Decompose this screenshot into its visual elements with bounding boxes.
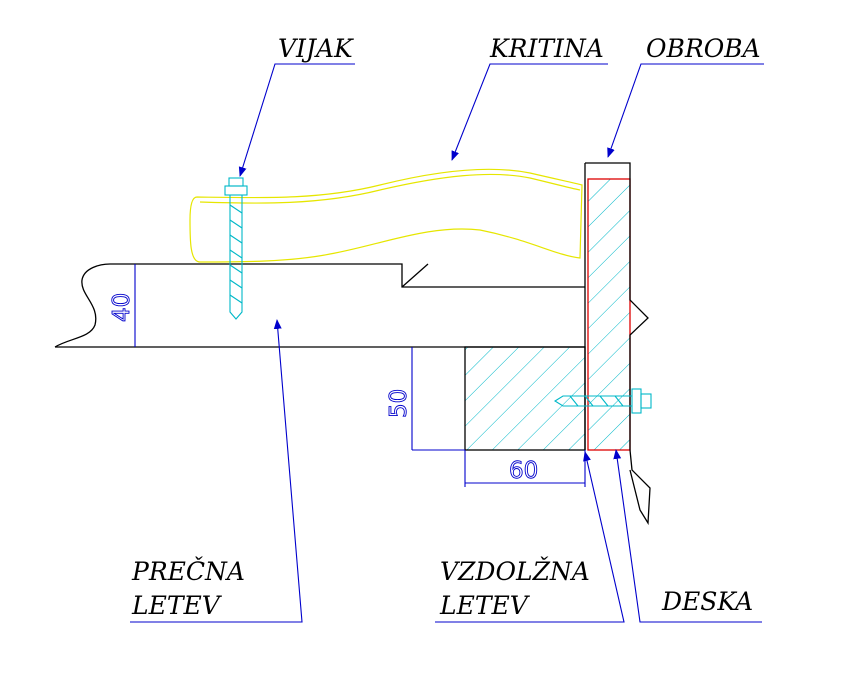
label-obroba: OBROBA (646, 34, 761, 63)
dimension-60: 60 (464, 450, 586, 487)
label-vzdolzna-line2: LETEV (439, 591, 531, 620)
leader-precna-letev (130, 319, 303, 623)
dimension-50: 50 (386, 347, 465, 451)
leader-vzdolzna-letev (435, 451, 625, 623)
label-vzdolzna-line1: VZDOLŽNA (440, 557, 590, 586)
leader-deska (613, 449, 762, 623)
screw-side (553, 388, 652, 414)
label-kritina: KRITINA (489, 34, 604, 63)
leader-obroba (607, 63, 764, 158)
longitudinal-batten (464, 346, 586, 451)
flashing (584, 162, 651, 526)
label-precna-line2: LETEV (131, 591, 223, 620)
label-precna-line1: PREČNA (131, 557, 245, 586)
roofing (189, 168, 583, 263)
dimension-40-text: 40 (109, 293, 135, 322)
dimension-40: 40 (109, 264, 136, 347)
label-vijak: VIJAK (278, 34, 354, 63)
leader-vijak (238, 63, 355, 177)
screw-top (224, 177, 248, 320)
board (587, 178, 631, 451)
dimension-50-text: 50 (386, 389, 412, 418)
leader-kritina (451, 63, 608, 161)
dimension-60-text: 60 (509, 458, 538, 484)
label-deska: DESKA (661, 587, 753, 616)
